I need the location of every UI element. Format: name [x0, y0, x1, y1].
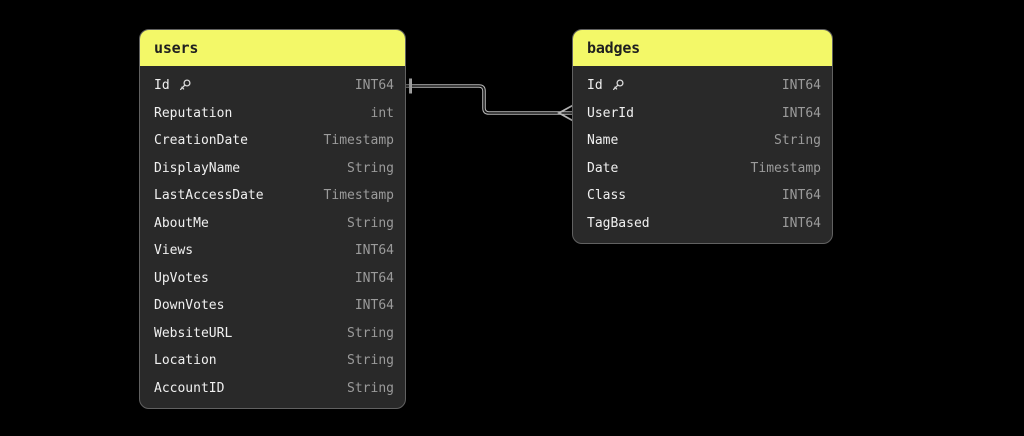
column-type: INT64	[781, 215, 821, 231]
key-icon	[610, 78, 625, 93]
column-type: Timestamp	[750, 160, 821, 176]
column-name: Date	[587, 160, 619, 176]
table-badges[interactable]: badges Id INT64 UserId INT64 Name	[572, 29, 833, 244]
column-type: INT64	[354, 270, 394, 286]
column-row[interactable]: TagBased INT64	[573, 210, 832, 238]
column-row[interactable]: Class INT64	[573, 182, 832, 210]
column-type: String	[347, 380, 394, 396]
column-type: String	[347, 215, 394, 231]
column-name: Views	[154, 243, 194, 259]
column-name: AboutMe	[154, 215, 209, 231]
column-row[interactable]: WebsiteURL String	[140, 320, 405, 348]
column-row[interactable]: LastAccessDate Timestamp	[140, 182, 405, 210]
relationship-line[interactable]	[406, 84, 572, 115]
column-row[interactable]: CreationDate Timestamp	[140, 127, 405, 155]
column-row[interactable]: AccountID String	[140, 375, 405, 403]
table-badges-columns: Id INT64 UserId INT64 Name String	[573, 66, 832, 243]
column-name: Id	[587, 78, 603, 94]
key-icon	[177, 78, 192, 93]
column-name: DisplayName	[154, 160, 241, 176]
column-row[interactable]: DownVotes INT64	[140, 292, 405, 320]
column-name: TagBased	[587, 215, 650, 231]
column-row[interactable]: Location String	[140, 347, 405, 375]
column-row[interactable]: AboutMe String	[140, 210, 405, 238]
column-row[interactable]: Views INT64	[140, 237, 405, 265]
table-name: badges	[587, 39, 640, 57]
column-row[interactable]: UserId INT64	[573, 100, 832, 128]
column-name: UpVotes	[154, 270, 209, 286]
table-users-header[interactable]: users	[140, 30, 405, 66]
column-type: String	[347, 353, 394, 369]
column-type: Timestamp	[323, 133, 394, 149]
column-name: CreationDate	[154, 133, 248, 149]
table-name: users	[154, 39, 199, 57]
cardinality-many-marker	[557, 104, 573, 122]
column-type: String	[347, 160, 394, 176]
column-name: DownVotes	[154, 298, 225, 314]
column-type: INT64	[354, 243, 394, 259]
column-name: Location	[154, 353, 217, 369]
column-name: LastAccessDate	[154, 188, 264, 204]
column-type: String	[347, 325, 394, 341]
column-type: String	[774, 133, 821, 149]
column-row-id[interactable]: Id INT64	[140, 72, 405, 100]
column-row[interactable]: Reputation int	[140, 100, 405, 128]
column-name: WebsiteURL	[154, 325, 233, 341]
column-name: UserId	[587, 105, 634, 121]
column-name: AccountID	[154, 380, 225, 396]
column-type: INT64	[781, 78, 821, 94]
column-name: Class	[587, 188, 627, 204]
column-row[interactable]: UpVotes INT64	[140, 265, 405, 293]
column-row[interactable]: Name String	[573, 127, 832, 155]
column-name: Name	[587, 133, 619, 149]
column-type: int	[370, 105, 394, 121]
column-row-id[interactable]: Id INT64	[573, 72, 832, 100]
column-type: INT64	[354, 78, 394, 94]
column-type: INT64	[781, 188, 821, 204]
column-type: INT64	[354, 298, 394, 314]
column-type: Timestamp	[323, 188, 394, 204]
column-row[interactable]: DisplayName String	[140, 155, 405, 183]
column-type: INT64	[781, 105, 821, 121]
column-name: Id	[154, 78, 170, 94]
table-badges-header[interactable]: badges	[573, 30, 832, 66]
table-users-columns: Id INT64 Reputation int CreationDate Tim…	[140, 66, 405, 408]
column-name: Reputation	[154, 105, 233, 121]
column-row[interactable]: Date Timestamp	[573, 155, 832, 183]
table-users[interactable]: users Id INT64 Reputation int Creati	[139, 29, 406, 409]
